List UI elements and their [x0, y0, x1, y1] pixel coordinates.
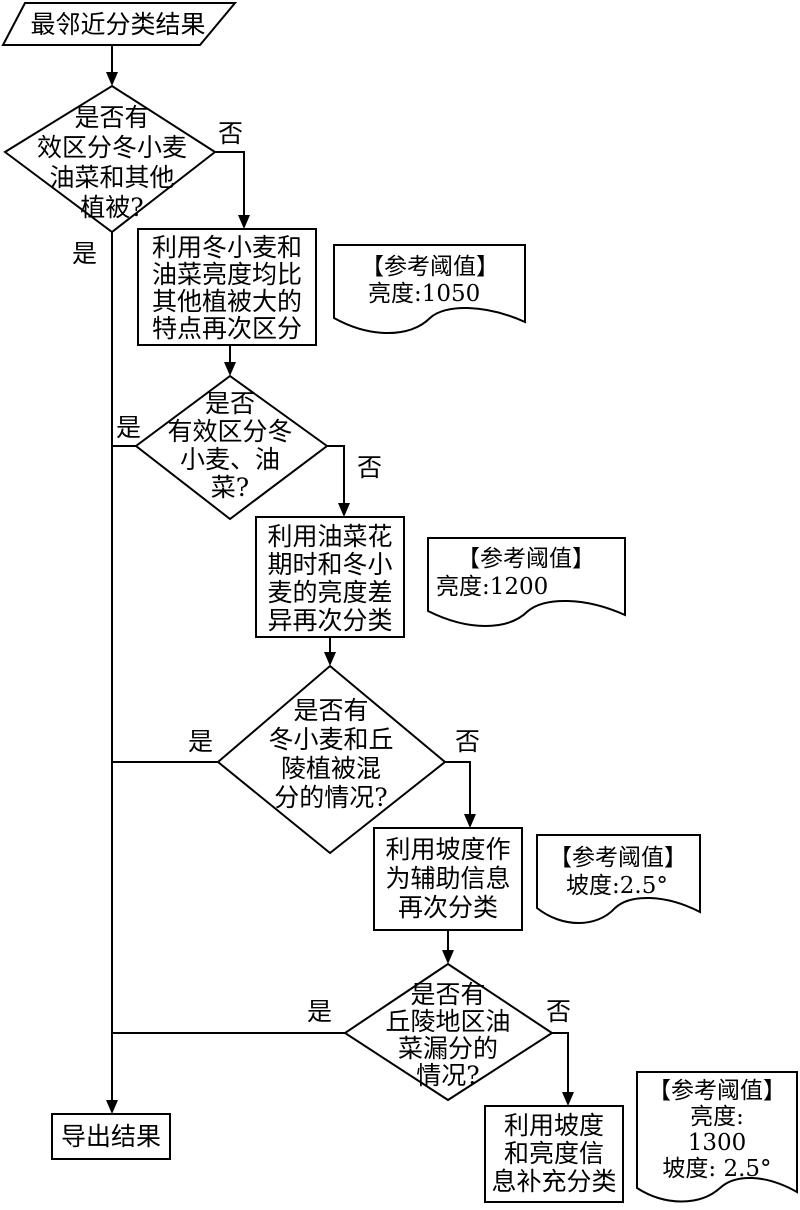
decision-3-line-2: 冬小麦和丘 [268, 725, 393, 754]
decision-1-yes-label: 是 [72, 239, 97, 268]
process-1-line-4: 特点再次区分 [152, 314, 302, 343]
note-1-value: 亮度:1050 [368, 281, 480, 307]
decision-4-line-1: 是否有 [410, 980, 485, 1009]
decision-2-no-label: 否 [357, 453, 382, 482]
output-label: 导出结果 [61, 1122, 161, 1151]
output-node: 导出结果 [51, 1113, 171, 1160]
arrowheads [106, 72, 574, 1114]
process-3: 利用坡度作 为辅助信息 再次分类 [373, 827, 523, 931]
process-2: 利用油菜花 期时和冬小 麦的亮度差 异再次分类 [255, 516, 405, 638]
decision-3-line-1: 是否有 [293, 696, 368, 725]
decision-1: 是否有 效区分冬小麦 油菜和其他 植被? [3, 84, 217, 234]
decision-1-line-2: 效区分冬小麦 [37, 133, 187, 162]
process-4-line-2: 和亮度信 [504, 1139, 604, 1168]
decision-2: 是否 有效区分冬 小麦、油 菜? [134, 374, 329, 521]
decision-1-line-1: 是否有 [74, 103, 149, 132]
process-3-line-3: 再次分类 [398, 893, 498, 922]
note-4-title: 【参考阈值】 [648, 1078, 786, 1104]
decision-4-line-2: 丘陵地区油 [385, 1007, 510, 1036]
process-3-line-2: 为辅助信息 [385, 864, 510, 893]
decision-1-no-label: 否 [218, 119, 243, 148]
process-3-line-1: 利用坡度作 [385, 835, 510, 864]
note-4-slope-value: 坡度: 2.5° [662, 1156, 771, 1182]
process-4: 利用坡度 和亮度信 息补充分类 [484, 1105, 624, 1203]
note-3-title: 【参考阈值】 [549, 845, 687, 871]
decision-1-line-4: 植被? [80, 193, 143, 222]
process-2-line-4: 异再次分类 [267, 606, 392, 635]
decision-4-no-label: 否 [546, 997, 571, 1026]
start-node: 最邻近分类结果 [1, 2, 238, 46]
decision-1-line-3: 油菜和其他 [49, 163, 174, 192]
threshold-note-3: 【参考阈值】 坡度:2.5° [536, 834, 701, 924]
process-1-line-3: 其他植被大的 [152, 287, 302, 316]
decision-2-line-4: 菜? [211, 473, 249, 502]
decision-4-yes-label: 是 [307, 997, 332, 1026]
threshold-note-4: 【参考阈值】 亮度: 1300 坡度: 2.5° [636, 1071, 798, 1203]
decision-2-yes-label: 是 [116, 413, 141, 442]
decision-3-line-3: 陵植被混 [281, 754, 381, 783]
start-label: 最邻近分类结果 [30, 10, 205, 39]
note-3-value: 坡度:2.5° [566, 873, 668, 899]
process-2-line-1: 利用油菜花 [267, 522, 392, 551]
note-4-brightness-value: 1300 [688, 1130, 747, 1156]
decision-4-line-4: 情况? [416, 1061, 479, 1090]
decision-3-yes-label: 是 [188, 727, 213, 756]
decision-3-no-label: 否 [455, 727, 480, 756]
threshold-note-1: 【参考阈值】 亮度:1050 [333, 244, 526, 334]
connectors [111, 45, 569, 1100]
threshold-note-2: 【参考阈值】 亮度:1200 [427, 537, 626, 627]
process-4-line-3: 息补充分类 [491, 1167, 616, 1196]
decision-3: 是否有 冬小麦和丘 陵植被混 分的情况? [216, 664, 447, 855]
note-1-title: 【参考阈值】 [361, 254, 499, 280]
note-4-brightness-label: 亮度: [690, 1104, 744, 1130]
process-2-line-2: 期时和冬小 [267, 550, 392, 579]
decision-2-line-1: 是否 [205, 389, 255, 418]
note-2-title: 【参考阈值】 [457, 546, 595, 572]
process-4-line-1: 利用坡度 [504, 1111, 604, 1140]
decision-4-line-3: 菜漏分的 [398, 1034, 498, 1063]
process-1-line-1: 利用冬小麦和 [152, 233, 302, 262]
process-1-line-2: 油菜亮度均比 [152, 260, 302, 289]
process-2-line-3: 麦的亮度差 [267, 578, 392, 607]
decision-2-line-3: 小麦、油 [180, 445, 280, 474]
decision-2-line-2: 有效区分冬 [167, 417, 292, 446]
decision-4: 是否有 丘陵地区油 菜漏分的 情况? [343, 962, 554, 1102]
process-1: 利用冬小麦和 油菜亮度均比 其他植被大的 特点再次区分 [137, 228, 317, 346]
decision-3-line-4: 分的情况? [274, 783, 387, 812]
note-2-value: 亮度:1200 [436, 574, 548, 600]
